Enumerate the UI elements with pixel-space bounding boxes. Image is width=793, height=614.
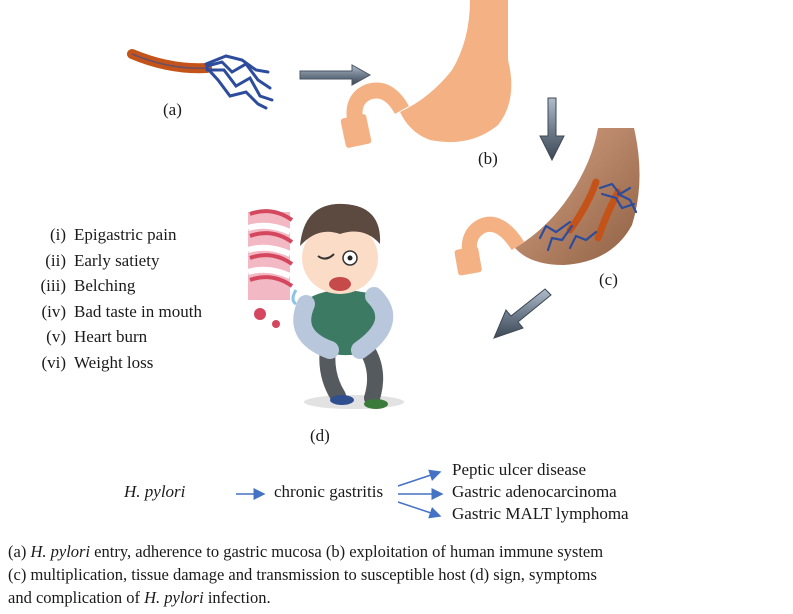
list-item: (ii) Early satiety bbox=[18, 248, 202, 274]
list-item: (iii) Belching bbox=[18, 273, 202, 299]
bacterium-icon bbox=[132, 54, 272, 108]
flow-source: H. pylori bbox=[124, 482, 185, 502]
symptoms-list: (i) Epigastric pain (ii) Early satiety (… bbox=[18, 222, 202, 375]
list-item: (v) Heart burn bbox=[18, 324, 202, 350]
flow-middle: chronic gastritis bbox=[274, 482, 383, 502]
list-item: (iv) Bad taste in mouth bbox=[18, 299, 202, 325]
caption-line: (a) H. pylori entry, adherence to gastri… bbox=[8, 540, 788, 563]
list-item: (vi) Weight loss bbox=[18, 350, 202, 376]
flow-outcome-3: Gastric MALT lymphoma bbox=[452, 504, 629, 524]
panel-label-b: (b) bbox=[478, 149, 498, 169]
list-item: (i) Epigastric pain bbox=[18, 222, 202, 248]
sick-person-illustration bbox=[248, 204, 404, 409]
flow-outcome-2: Gastric adenocarcinoma bbox=[452, 482, 617, 502]
arrow-a-to-b bbox=[300, 65, 370, 85]
caption-line: (c) multiplication, tissue damage and tr… bbox=[8, 563, 788, 586]
flow-outcome-1: Peptic ulcer disease bbox=[452, 460, 586, 480]
panel-label-a: (a) bbox=[163, 100, 182, 120]
panel-label-d: (d) bbox=[310, 426, 330, 446]
panel-label-c: (c) bbox=[599, 270, 618, 290]
figure-caption: (a) H. pylori entry, adherence to gastri… bbox=[8, 540, 788, 609]
arrow-b-to-c bbox=[540, 98, 564, 160]
caption-line: and complication of H. pylori infection. bbox=[8, 586, 788, 609]
arrow-c-to-d bbox=[494, 289, 551, 338]
